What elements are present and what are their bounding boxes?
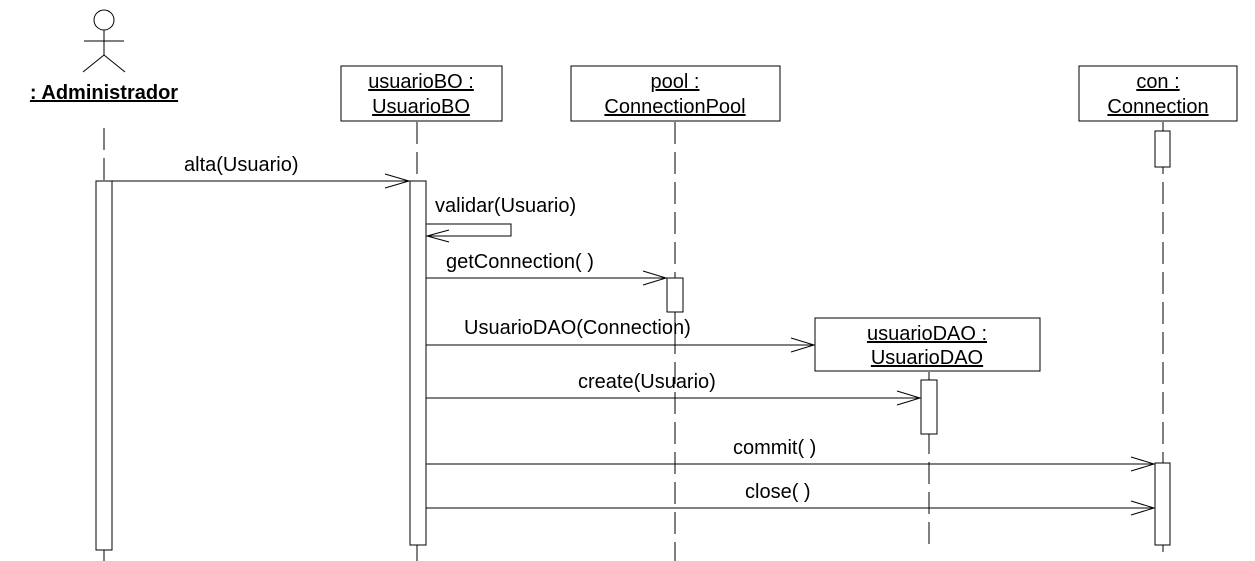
object-con: con : Connection (1078, 65, 1238, 122)
message-getconnection-label: getConnection( ) (446, 251, 594, 273)
object-con-name: con : (1136, 71, 1179, 93)
object-con-class: Connection (1107, 96, 1208, 118)
message-create-label: create(Usuario) (578, 371, 716, 393)
message-alta: alta(Usuario) (112, 154, 411, 189)
message-alta-label: alta(Usuario) (184, 154, 298, 176)
activation-usuariodao (920, 379, 938, 435)
object-usuariodao-name: usuarioDAO : (867, 323, 987, 345)
message-constructor: UsuarioDAO(Connection) (426, 317, 816, 353)
message-validar-label: validar(Usuario) (435, 195, 576, 217)
actor-figure (82, 9, 126, 73)
object-usuariobo-class: UsuarioBO (372, 96, 470, 118)
object-usuariodao-class: UsuarioDAO (871, 347, 983, 369)
activation-pool (666, 277, 684, 313)
message-close: close( ) (426, 481, 1156, 516)
activation-con-top (1154, 130, 1171, 168)
object-pool-name: pool : (651, 71, 700, 93)
object-pool: pool : ConnectionPool (570, 65, 781, 122)
object-pool-class: ConnectionPool (604, 96, 745, 118)
object-usuariobo-name: usuarioBO : (368, 71, 474, 93)
activation-usuariobo (409, 180, 427, 546)
activation-administrador (95, 180, 113, 551)
object-usuariobo: usuarioBO : UsuarioBO (340, 65, 503, 122)
message-close-label: close( ) (745, 481, 811, 503)
message-validar: validar(Usuario) (425, 195, 576, 243)
message-getconnection: getConnection( ) (426, 251, 668, 286)
message-commit: commit( ) (426, 437, 1156, 472)
actor-label: : Administrador (30, 82, 178, 104)
activation-con (1154, 462, 1171, 546)
message-commit-label: commit( ) (733, 437, 816, 459)
message-constructor-label: UsuarioDAO(Connection) (464, 317, 691, 339)
object-usuariodao: usuarioDAO : UsuarioDAO (814, 317, 1041, 372)
message-create: create(Usuario) (426, 371, 922, 406)
